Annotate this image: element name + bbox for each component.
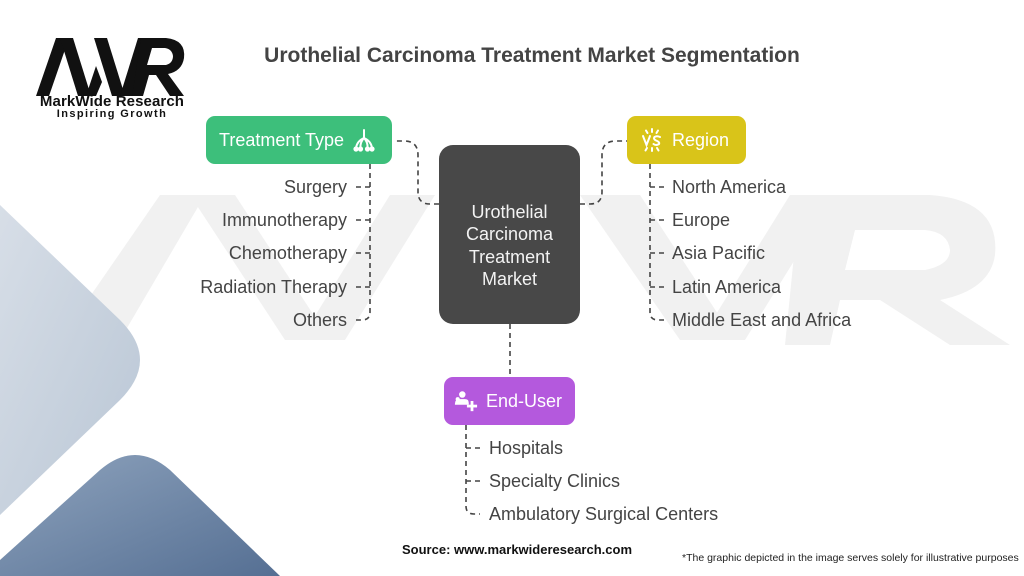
region-item: Middle East and Africa [672,310,852,330]
decor-shape-dark [0,455,280,576]
brand-name: MarkWide Research [39,93,185,110]
vs-compare-icon [640,128,664,152]
treatment-item: Radiation Therapy [200,277,347,297]
treatment-item: Others [292,310,347,330]
center-node-label: Urothelial Carcinoma Treatment Market [465,201,554,290]
category-region: Region [627,116,746,164]
category-label: Treatment Type [219,129,345,150]
region-item: Asia Pacific [672,243,766,263]
enduser-item: Specialty Clinics [489,471,621,491]
source-credit: Source: www.markwideresearch.com [402,542,633,557]
treatment-item: Surgery [283,177,347,197]
center-node: Urothelial Carcinoma Treatment Market [439,145,580,324]
category-label: Region [672,129,730,150]
category-end-user: End-User [444,377,575,425]
category-label: End-User [486,390,563,411]
enduser-item: Hospitals [489,438,564,458]
brand-tagline: Inspiring Growth [56,108,168,120]
treatment-item: Chemotherapy [228,243,347,263]
region-item: North America [672,177,787,197]
treatment-item: Immunotherapy [221,210,347,230]
disclaimer-note: *The graphic depicted in the image serve… [682,552,1019,564]
page-title: Urothelial Carcinoma Treatment Market Se… [264,44,800,67]
enduser-item: Ambulatory Surgical Centers [489,504,719,524]
hierarchy-tree-icon [352,128,376,152]
brand-logo-mark [36,38,185,96]
region-item: Latin America [672,277,782,297]
region-item: Europe [672,210,731,230]
decor-shape-light [0,205,140,515]
category-treatment-type: Treatment Type [206,116,392,164]
users-plus-icon [454,389,478,413]
